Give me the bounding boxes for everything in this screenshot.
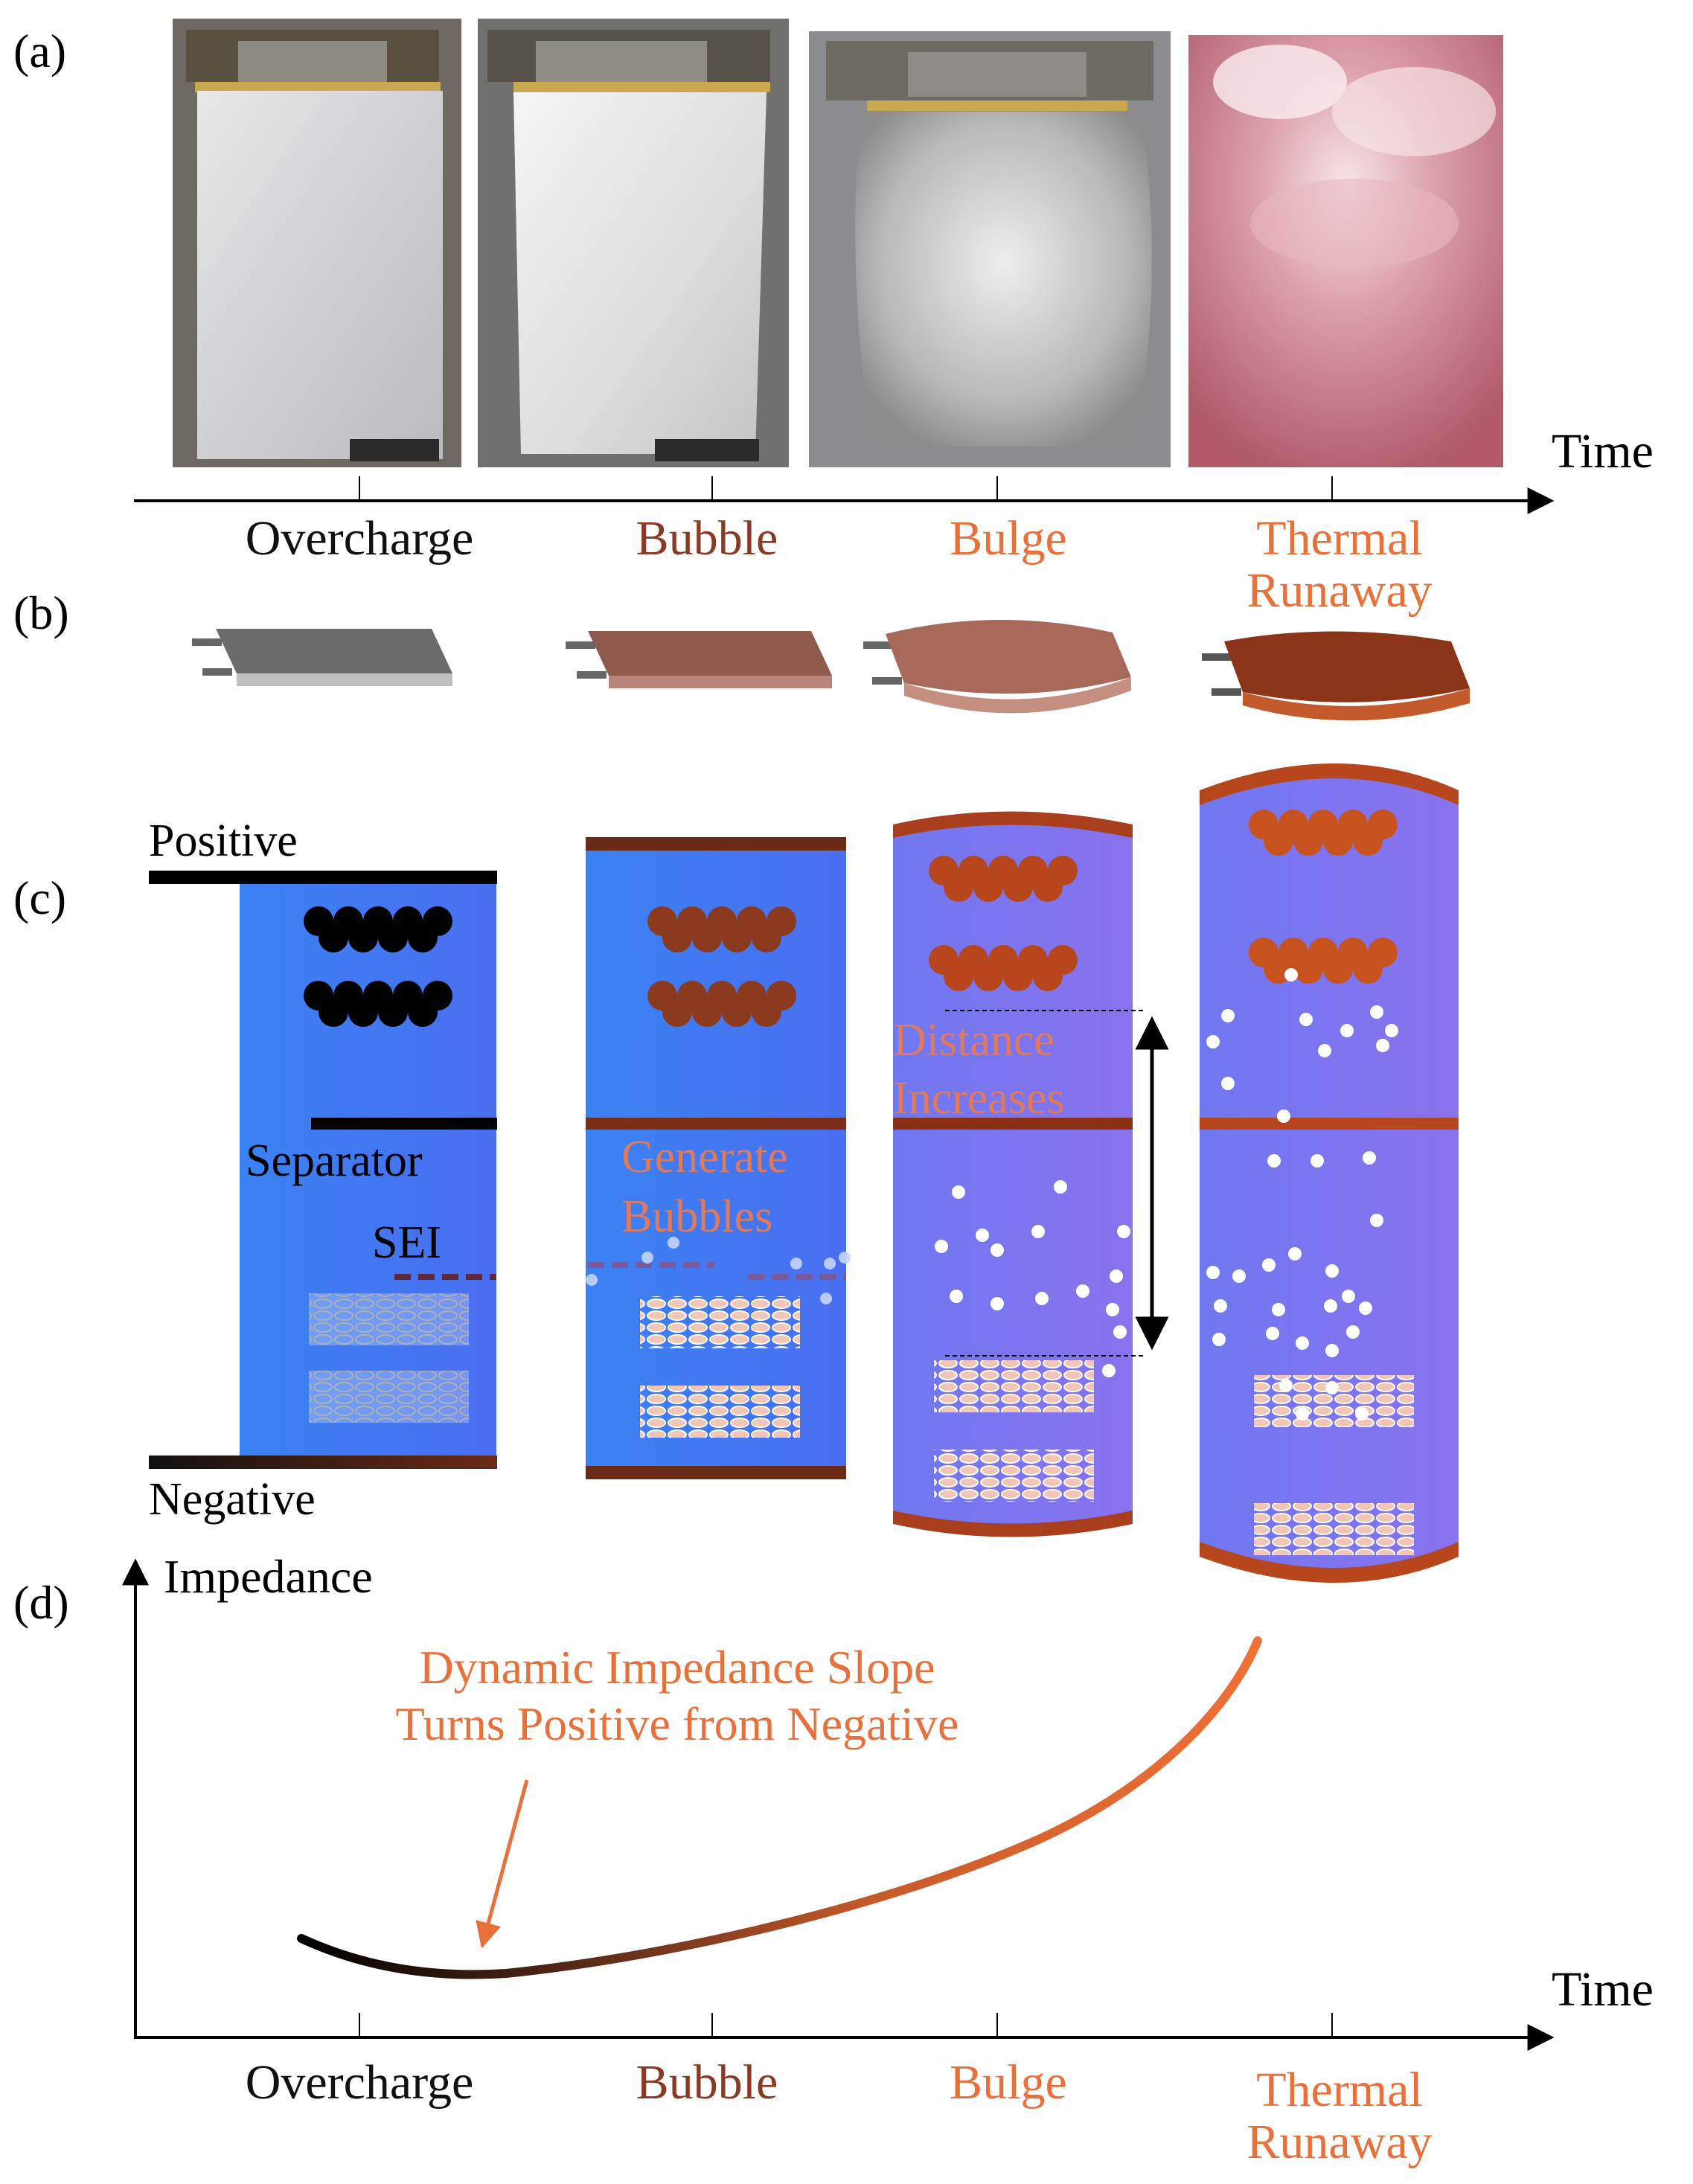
stage-label-runaway-d: Runaway (1246, 2115, 1432, 2169)
negative-label: Negative (149, 1474, 316, 1525)
cathode-particles-black (304, 906, 452, 1027)
photo-bulge (809, 31, 1171, 467)
slope-pointer-arrow (476, 1779, 529, 1949)
cross-section-bubble (586, 837, 851, 1479)
photo-thermal-runaway (1188, 35, 1503, 467)
stage-label-bubble-a: Bubble (636, 511, 778, 566)
cross-section-bulge (893, 811, 1169, 1537)
panel-label-b: (b) (13, 586, 69, 639)
distance-increases-line2: Increases (893, 1073, 1065, 1124)
cross-section-overcharge (149, 871, 497, 1469)
slope-annotation-line1: Dynamic Impedance Slope (419, 1641, 935, 1694)
stage-label-thermal-d: Thermal (1256, 2063, 1423, 2117)
time-axis-a: Time (134, 424, 1654, 514)
stage-label-bulge-d: Bulge (950, 2055, 1067, 2110)
slope-annotation-line2: Turns Positive from Negative (396, 1697, 959, 1750)
impedance-axis-label: Impedance (164, 1550, 373, 1603)
generate-bubbles-line1: Generate (621, 1132, 788, 1182)
photo-overcharge (173, 19, 461, 467)
stage-label-overcharge-d: Overcharge (246, 2055, 474, 2110)
stage-label-bubble-d: Bubble (636, 2055, 778, 2110)
stage-label-thermal-a: Thermal (1256, 511, 1423, 566)
cell-3d-bulge (863, 619, 1131, 714)
panel-label-c: (c) (13, 871, 66, 924)
stage-label-overcharge-a: Overcharge (246, 511, 474, 566)
time-axis-label-d: Time (1552, 1962, 1654, 2017)
positive-label: Positive (149, 816, 298, 866)
stage-label-runaway-a: Runaway (1246, 563, 1432, 618)
cell-3d-overcharge (192, 629, 452, 686)
panel-label-a: (a) (13, 25, 66, 77)
cross-section-thermal (1200, 763, 1459, 1583)
impedance-axes (122, 1558, 1555, 2051)
stage-label-bulge-a: Bulge (950, 511, 1067, 566)
panel-label-d: (d) (13, 1576, 69, 1629)
sei-label: SEI (372, 1217, 441, 1268)
generate-bubbles-line2: Bubbles (621, 1191, 772, 1242)
time-axis-label-a: Time (1552, 424, 1654, 478)
cell-3d-thermal (1202, 631, 1470, 721)
distance-increases-line1: Distance (893, 1015, 1054, 1066)
separator-label: Separator (246, 1136, 423, 1186)
cell-3d-bubble (566, 631, 832, 688)
photo-bubble (478, 19, 789, 467)
impedance-curve (297, 1636, 1262, 1979)
